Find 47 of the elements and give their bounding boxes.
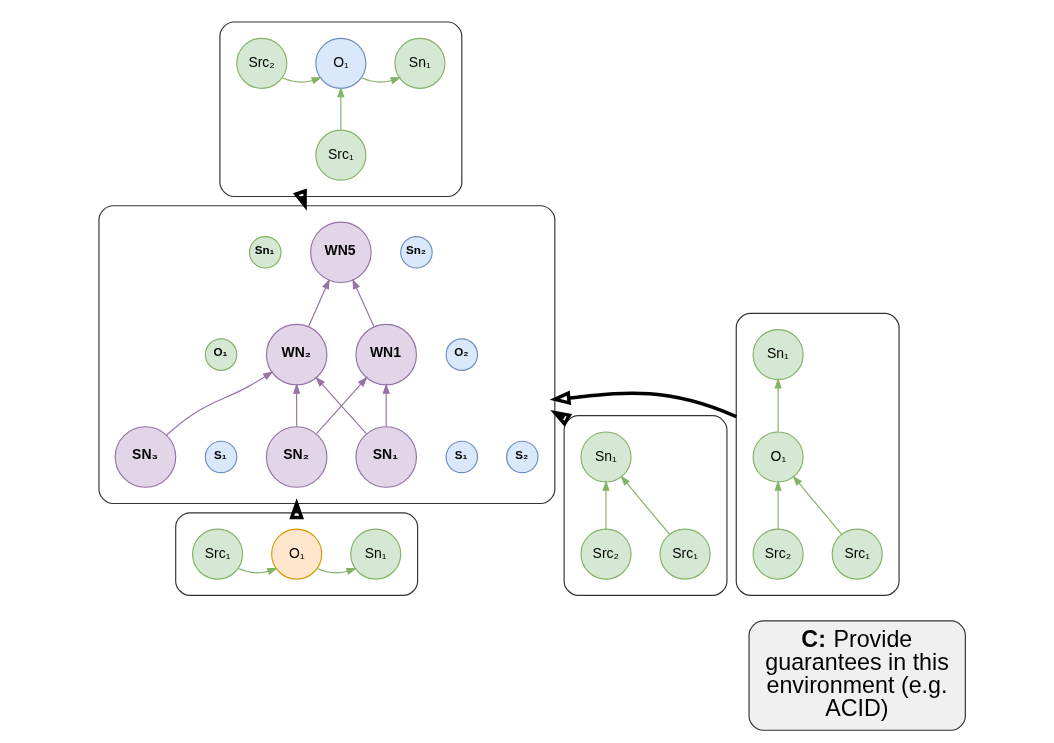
node-circle: SN₂ — [265, 426, 327, 488]
node-circle: Sn₁ — [248, 236, 282, 269]
node-circle: Src₂ — [752, 528, 804, 580]
arrow — [773, 480, 782, 530]
node-circle: S₂ — [505, 440, 539, 474]
node-circle: Src₁ — [831, 528, 883, 580]
arrow — [773, 378, 782, 433]
arrow — [237, 567, 278, 575]
node-circle: WN5 — [309, 221, 372, 284]
node-circle: Sn₁ — [579, 431, 632, 483]
arrow — [307, 278, 330, 328]
arrow — [619, 475, 670, 535]
node-circle: O₁ — [314, 37, 366, 89]
arrow — [165, 371, 273, 436]
node-circle: S₁ — [445, 440, 478, 474]
cluster — [735, 312, 900, 596]
node-circle: SN₁ — [354, 426, 417, 488]
node-circle: Src₁ — [659, 528, 711, 580]
cluster — [97, 205, 555, 505]
node-circle: SN₃ — [114, 426, 176, 488]
arrow — [281, 77, 322, 85]
node-circle: O₁ — [752, 431, 804, 483]
node-circle: Sn₁ — [349, 528, 401, 580]
arrow — [792, 475, 842, 535]
arrow — [360, 77, 401, 85]
arrow — [382, 383, 390, 427]
node-circle: Src₂ — [579, 528, 632, 580]
arrow — [316, 567, 357, 575]
node-circle: O₁ — [270, 528, 322, 580]
node-circle: O₁ — [204, 338, 237, 371]
cluster — [218, 21, 462, 198]
node-circle: Sn₁ — [393, 37, 445, 89]
node-circle: Src₁ — [314, 129, 366, 181]
arrow — [292, 383, 300, 427]
node-circle: Src₁ — [191, 528, 243, 580]
node-circle: O₂ — [445, 338, 478, 371]
cluster — [174, 512, 418, 596]
node-circle: Src₂ — [235, 37, 287, 89]
node-circle: S₁ — [204, 440, 237, 474]
arrow — [351, 278, 375, 328]
node-circle: Sn₂ — [399, 236, 433, 269]
arrow — [336, 86, 344, 131]
node-circle: Sn₁ — [752, 329, 804, 381]
arrow — [601, 480, 610, 530]
node-box: C: Provide guarantees in this environment (e.g. ACID) — [747, 620, 966, 731]
arrow — [288, 498, 304, 520]
cluster — [563, 415, 728, 596]
